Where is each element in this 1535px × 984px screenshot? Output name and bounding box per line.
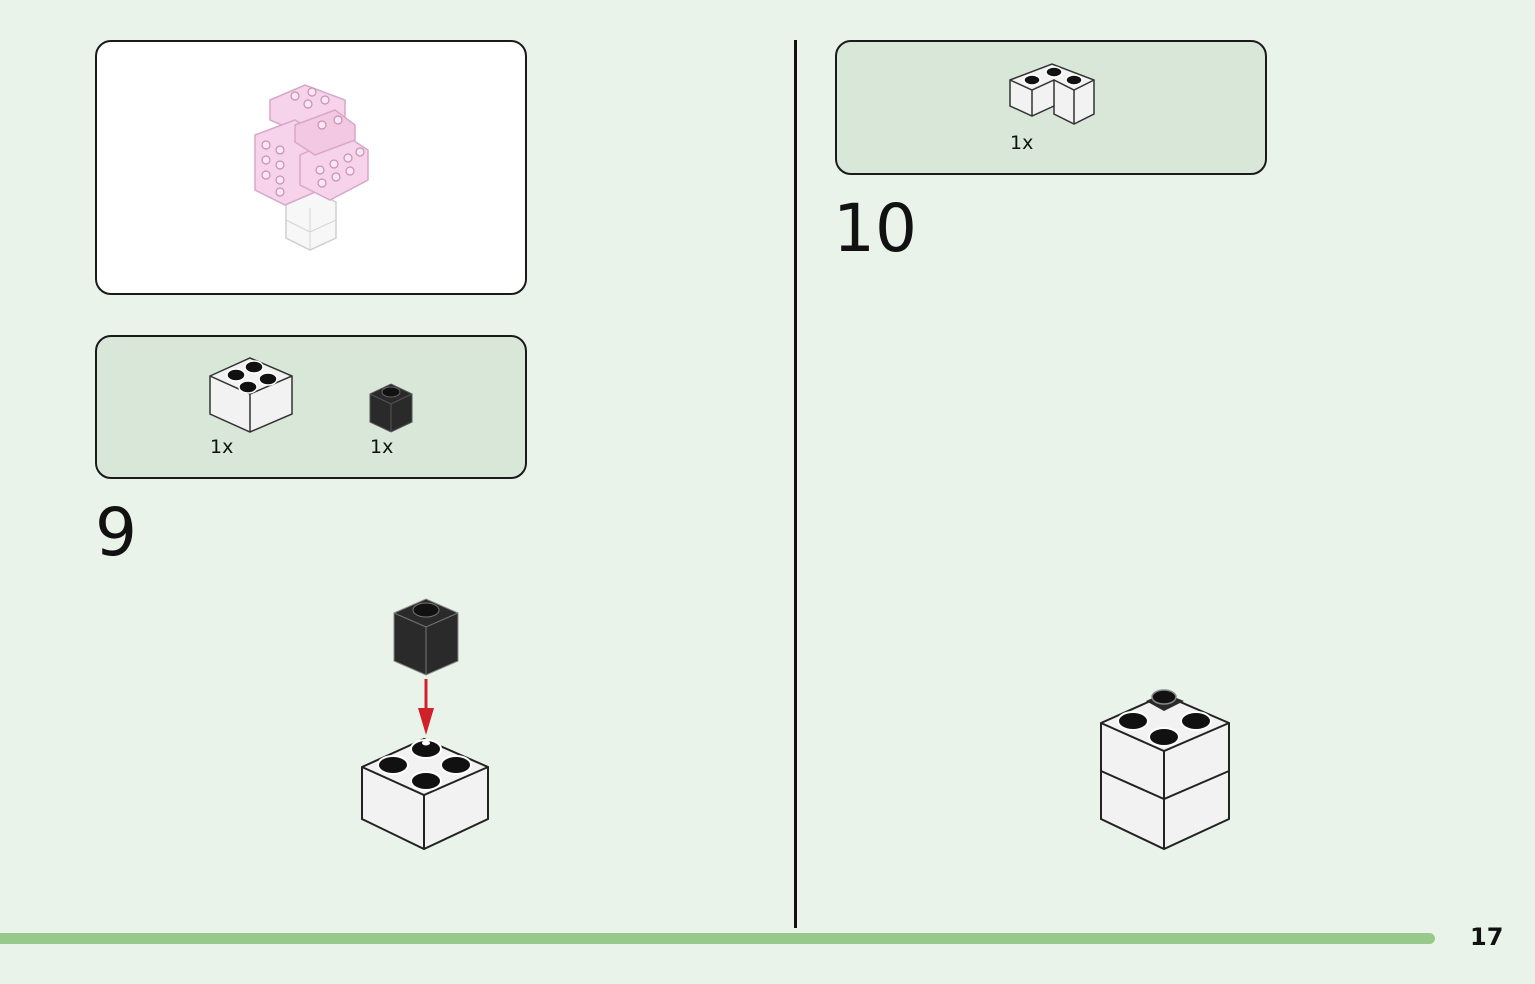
white-corner-brick-icon — [1009, 63, 1095, 125]
progress-bar — [0, 933, 1435, 944]
part-quantity: 1x — [210, 436, 234, 458]
step9-assembly-illustration — [361, 598, 489, 851]
step10-assembly-illustration — [1100, 689, 1230, 851]
step-number-9: 9 — [95, 494, 137, 571]
black-1x1-brick-icon — [369, 383, 413, 433]
step-number-10: 10 — [833, 190, 917, 267]
column-divider — [794, 40, 797, 928]
white-2x2-brick-icon — [209, 357, 293, 433]
part-quantity: 1x — [1010, 132, 1034, 154]
page-number: 17 — [1470, 923, 1504, 951]
part-quantity: 1x — [370, 436, 394, 458]
pink-tree-model-icon — [254, 84, 369, 251]
parts-list-step9 — [95, 335, 527, 479]
